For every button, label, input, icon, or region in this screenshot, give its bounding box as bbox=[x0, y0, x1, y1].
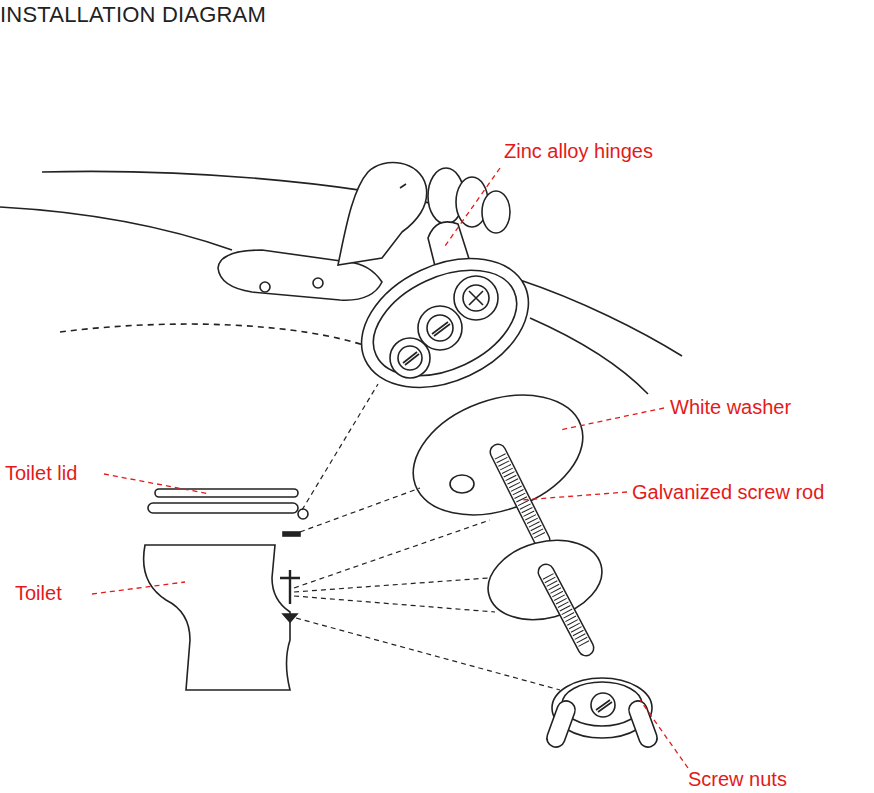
screw-rod bbox=[546, 572, 586, 648]
seat-edge bbox=[520, 280, 682, 356]
assembly-line bbox=[302, 384, 378, 510]
hinge-dot bbox=[298, 509, 308, 519]
leader-line bbox=[445, 168, 500, 246]
assembly-line bbox=[294, 520, 490, 588]
seat-edge bbox=[60, 324, 372, 348]
slot bbox=[432, 322, 450, 336]
leader-line bbox=[640, 700, 688, 768]
hinge-hole bbox=[260, 282, 270, 292]
slot bbox=[403, 352, 419, 365]
base-post-head bbox=[427, 315, 453, 341]
base-post-head bbox=[398, 346, 422, 370]
base-post bbox=[454, 276, 498, 320]
hinge-base-rim bbox=[357, 249, 534, 397]
nut-wing bbox=[544, 698, 577, 749]
seat-edge bbox=[530, 318, 648, 394]
leader-line bbox=[522, 492, 627, 500]
seat-edge bbox=[0, 207, 232, 250]
leader-lines bbox=[92, 168, 688, 768]
assembly-line bbox=[294, 578, 488, 592]
part-label: Toilet bbox=[15, 582, 62, 604]
small-toilet bbox=[144, 489, 308, 690]
lid bbox=[155, 489, 298, 497]
diagram-title: INSTALLATION DIAGRAM bbox=[0, 2, 266, 28]
part-label: White washer bbox=[670, 396, 791, 418]
hinge-knuckle bbox=[482, 191, 510, 233]
nut-center bbox=[591, 693, 615, 717]
hinge-bar bbox=[283, 532, 300, 536]
leader-line bbox=[92, 582, 185, 594]
screw-thread bbox=[548, 576, 584, 644]
hinge-mark bbox=[400, 184, 406, 188]
nut-rim bbox=[562, 682, 642, 726]
base-post-head bbox=[463, 285, 489, 311]
toilet-body bbox=[144, 545, 290, 690]
screw-rod-fill bbox=[546, 572, 586, 648]
seat-outline bbox=[0, 171, 682, 394]
assembly-lines bbox=[294, 384, 560, 690]
hinge-arm bbox=[338, 163, 427, 265]
part-label: Galvanized screw rod bbox=[632, 481, 824, 503]
screw-thread bbox=[500, 456, 540, 536]
hinge-hole bbox=[313, 278, 323, 288]
part-label: Zinc alloy hinges bbox=[504, 140, 653, 162]
assembly-line bbox=[300, 488, 420, 532]
base-post bbox=[390, 338, 430, 378]
screw-nut bbox=[544, 678, 659, 750]
assembly-line bbox=[294, 596, 495, 612]
screw-rod-fill bbox=[498, 452, 542, 540]
cross-slot bbox=[469, 291, 483, 305]
part-label: Screw nuts bbox=[688, 768, 787, 790]
screw-rod bbox=[498, 452, 542, 540]
slot bbox=[596, 700, 612, 712]
nut-wing bbox=[626, 698, 659, 749]
leader-line bbox=[560, 408, 664, 430]
seat bbox=[148, 503, 298, 513]
hinge bbox=[218, 163, 549, 413]
leader-line bbox=[104, 474, 210, 494]
washer-hole bbox=[450, 475, 474, 493]
assembly-line bbox=[296, 618, 560, 690]
nut-symbol bbox=[283, 614, 297, 622]
hinge-base bbox=[341, 233, 550, 413]
part-label: Toilet lid bbox=[5, 462, 77, 484]
